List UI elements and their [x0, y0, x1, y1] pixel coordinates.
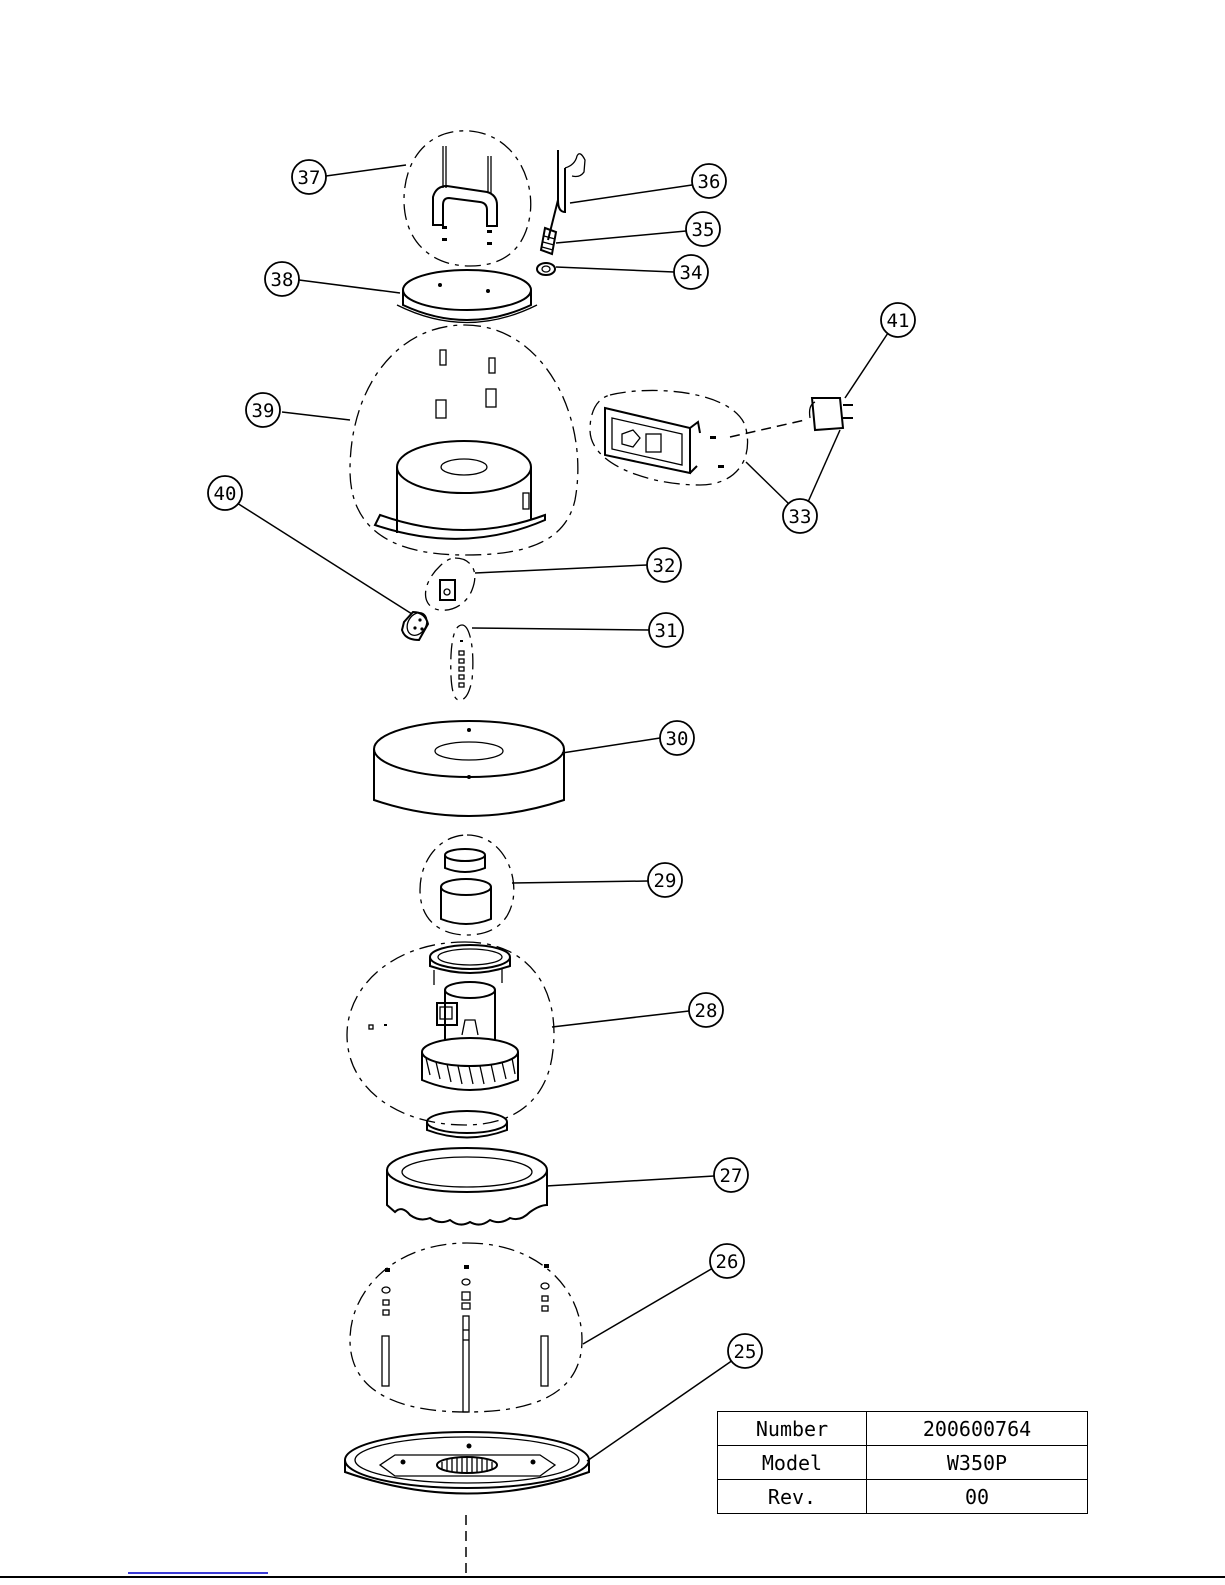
spec-value: 00 [867, 1480, 1088, 1514]
spec-key: Rev. [718, 1480, 867, 1514]
callout-29: 29 [648, 863, 682, 897]
leader-lines [237, 165, 888, 1461]
callout-33: 33 [783, 499, 817, 533]
svg-text:25: 25 [734, 1341, 757, 1363]
part-28-gasket-ring [427, 1111, 507, 1138]
footer-link-underline[interactable] [128, 1572, 268, 1574]
callout-35: 35 [686, 212, 720, 246]
svg-text:40: 40 [214, 483, 237, 505]
part-36-cable [548, 150, 585, 240]
part-28-motor-group [347, 942, 554, 1125]
part-32-bracket-group [426, 558, 475, 610]
part-40-knob [402, 609, 431, 640]
part-31-screws-group [451, 625, 473, 700]
spec-value: W350P [867, 1446, 1088, 1480]
callout-40: 40 [208, 476, 242, 510]
svg-text:34: 34 [680, 262, 703, 284]
spec-key: Number [718, 1412, 867, 1446]
svg-text:39: 39 [252, 400, 275, 422]
callout-37: 37 [292, 160, 326, 194]
callout-36: 36 [692, 164, 726, 198]
spec-row-rev: Rev. 00 [718, 1480, 1088, 1514]
part-38-top-cover [397, 270, 537, 323]
part-41-plug [810, 398, 853, 430]
svg-text:30: 30 [666, 728, 689, 750]
spec-row-number: Number 200600764 [718, 1412, 1088, 1446]
part-33-switch-group [590, 390, 748, 485]
spec-table: Number 200600764 Model W350P Rev. 00 [717, 1411, 1088, 1514]
svg-text:32: 32 [653, 555, 676, 577]
svg-text:41: 41 [887, 310, 910, 332]
svg-text:35: 35 [692, 219, 715, 241]
part-27-motor-base [387, 1148, 547, 1225]
callout-39: 39 [246, 393, 280, 427]
part-30-housing-ring [374, 721, 564, 816]
part-35-strain-relief [541, 228, 556, 254]
svg-text:28: 28 [695, 1000, 718, 1022]
spec-key: Model [718, 1446, 867, 1480]
callout-25: 25 [728, 1334, 762, 1368]
svg-text:36: 36 [698, 171, 721, 193]
part-34-nut [537, 263, 555, 275]
svg-text:38: 38 [271, 269, 294, 291]
svg-text:27: 27 [720, 1165, 743, 1187]
footer-divider [0, 1576, 1225, 1578]
part-39-motor-cover-group [350, 325, 578, 555]
svg-text:26: 26 [716, 1251, 739, 1273]
callout-32: 32 [647, 548, 681, 582]
callout-38: 38 [265, 262, 299, 296]
svg-text:33: 33 [789, 506, 812, 528]
callout-27: 27 [714, 1158, 748, 1192]
spec-value: 200600764 [867, 1412, 1088, 1446]
part-37-handle-group [404, 131, 531, 266]
spec-row-model: Model W350P [718, 1446, 1088, 1480]
part-26-fasteners-group [350, 1243, 582, 1412]
part-29-filter-group [420, 835, 514, 935]
callout-41: 41 [881, 303, 915, 337]
svg-text:31: 31 [655, 620, 678, 642]
part-25-base-plate [345, 1432, 589, 1494]
svg-text:37: 37 [298, 167, 321, 189]
callout-30: 30 [660, 721, 694, 755]
callout-31: 31 [649, 613, 683, 647]
callout-26: 26 [710, 1244, 744, 1278]
svg-text:29: 29 [654, 870, 677, 892]
callout-28: 28 [689, 993, 723, 1027]
callout-34: 34 [674, 255, 708, 289]
